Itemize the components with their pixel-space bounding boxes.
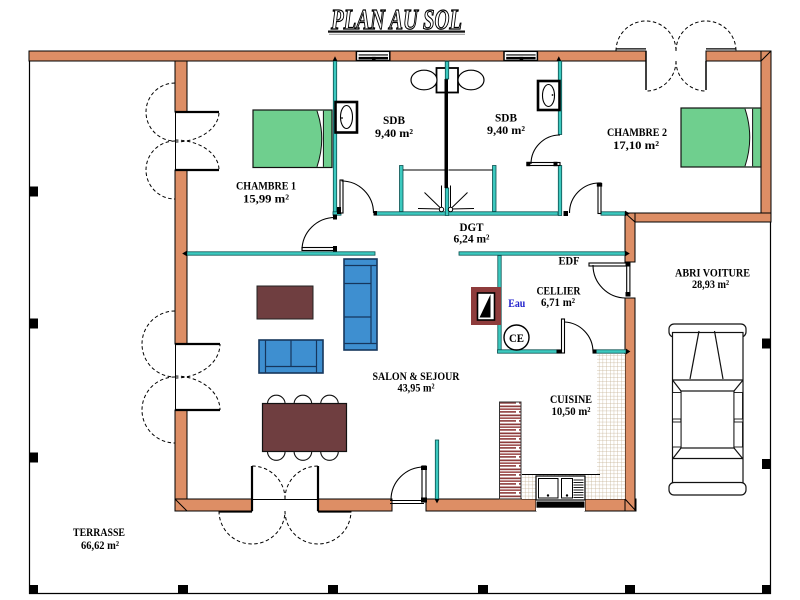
svg-text:ABRI VOITURE: ABRI VOITURE xyxy=(675,267,750,280)
svg-text:10,50 m²: 10,50 m² xyxy=(552,405,591,418)
svg-text:66,62 m²: 66,62 m² xyxy=(81,539,119,552)
svg-text:EDF: EDF xyxy=(559,255,580,268)
svg-text:CUISINE: CUISINE xyxy=(550,393,592,406)
svg-text:CE: CE xyxy=(509,332,524,345)
svg-text:15,99 m²: 15,99 m² xyxy=(243,193,290,206)
svg-text:6,71 m²: 6,71 m² xyxy=(541,296,575,309)
svg-text:SALON & SEJOUR: SALON & SEJOUR xyxy=(373,370,460,383)
svg-text:9,40 m²: 9,40 m² xyxy=(375,127,414,140)
svg-text:SDB: SDB xyxy=(383,114,405,127)
svg-text:CELLIER: CELLIER xyxy=(537,285,581,298)
svg-text:TERRASSE: TERRASSE xyxy=(73,526,125,539)
svg-text:CHAMBRE 1: CHAMBRE 1 xyxy=(236,180,296,193)
svg-text:17,10 m²: 17,10 m² xyxy=(613,139,660,152)
svg-text:9,40 m²: 9,40 m² xyxy=(487,124,526,137)
svg-text:6,24 m²: 6,24 m² xyxy=(454,233,490,246)
svg-text:28,93 m²: 28,93 m² xyxy=(692,278,729,291)
svg-text:Eau: Eau xyxy=(508,297,525,310)
svg-text:43,95 m²: 43,95 m² xyxy=(398,382,435,395)
svg-text:SDB: SDB xyxy=(495,112,517,125)
svg-text:CHAMBRE 2: CHAMBRE 2 xyxy=(607,126,667,139)
svg-text:DGT: DGT xyxy=(460,221,484,234)
